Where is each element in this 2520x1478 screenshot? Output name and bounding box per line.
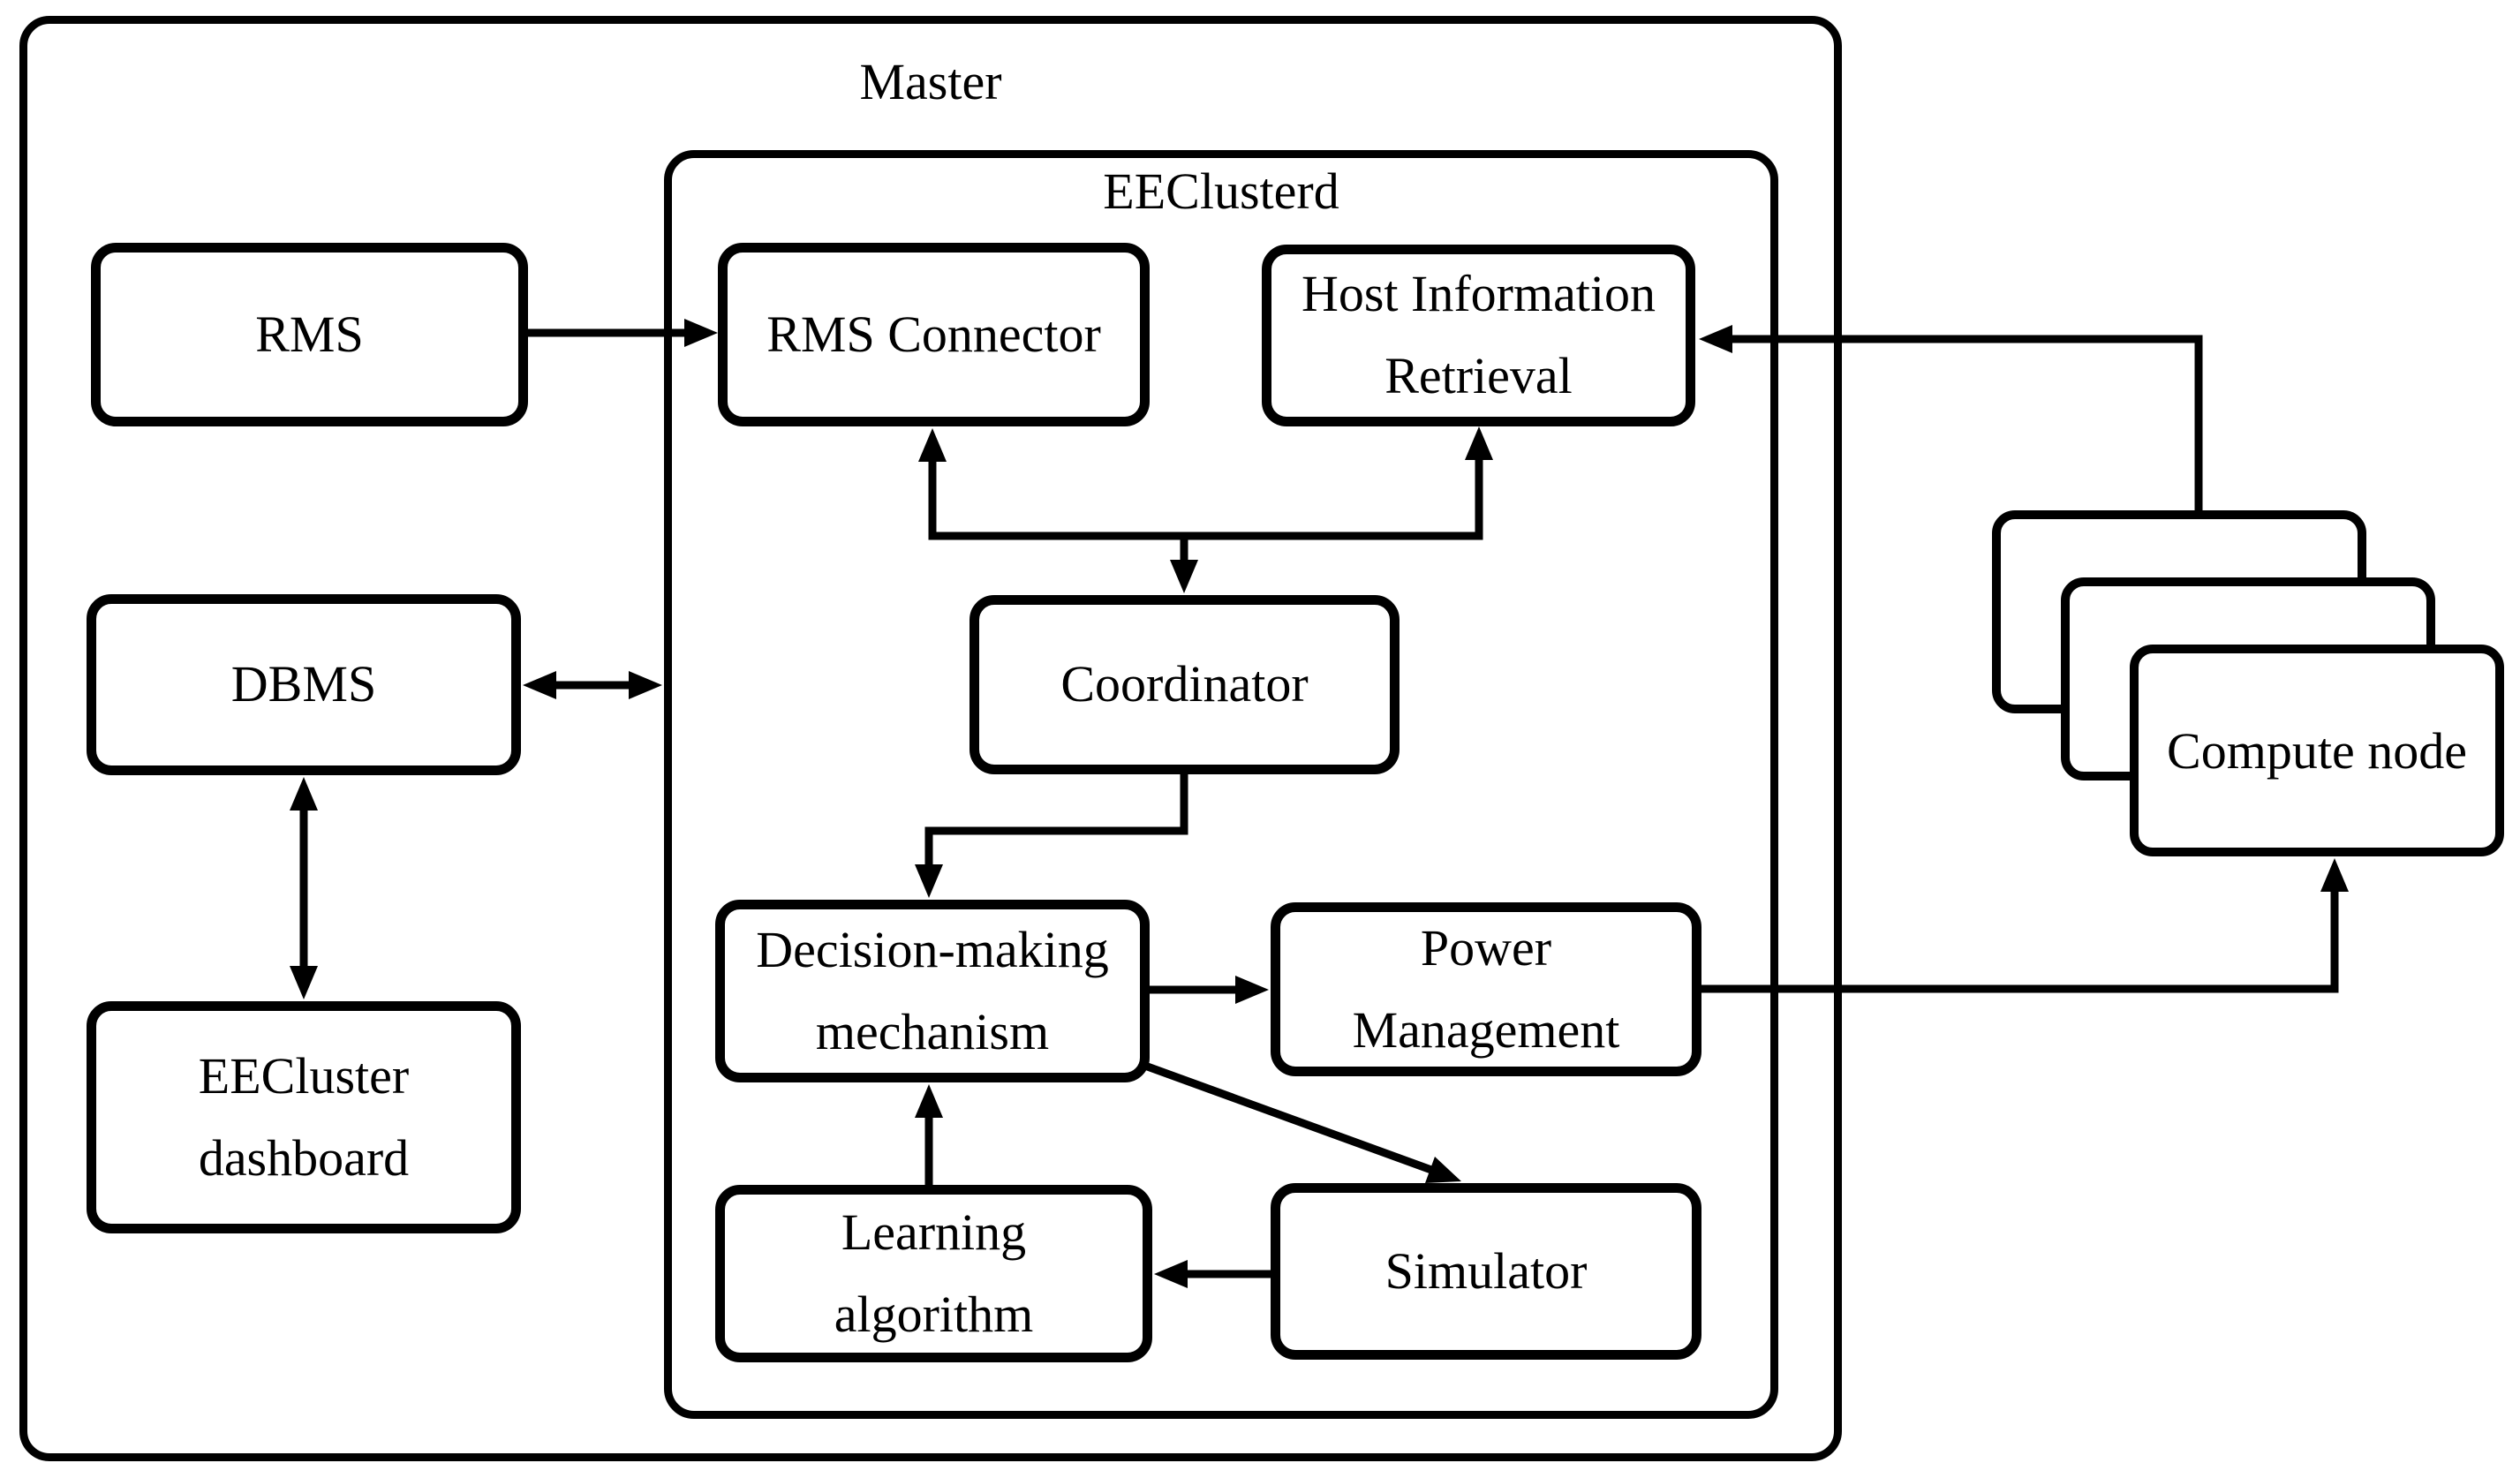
- master-title: Master: [754, 51, 1107, 113]
- arrowhead-down-icon: [1170, 560, 1198, 593]
- node-hir-label: Host Information Retrieval: [1301, 265, 1656, 404]
- master-title-text: Master: [859, 53, 1002, 110]
- node-rms-connector: RMS Connector: [718, 243, 1150, 426]
- node-coordinator-label: Coordinator: [1060, 655, 1309, 713]
- node-rms: RMS: [91, 243, 528, 426]
- node-rms-connector-label: RMS Connector: [766, 305, 1101, 363]
- node-host-information-retrieval: Host Information Retrieval: [1262, 245, 1695, 426]
- node-dbms-label: DBMS: [230, 655, 377, 713]
- arrowhead-up-icon: [918, 428, 947, 462]
- edge-junction: [928, 457, 1483, 540]
- arrowhead-right-icon: [1235, 976, 1269, 1004]
- arrowhead-up-icon: [1465, 426, 1493, 460]
- edge-decision-to-simulator: [1141, 1060, 1433, 1174]
- node-dbms: DBMS: [87, 594, 521, 775]
- arrowhead-right-icon: [684, 319, 718, 347]
- node-learning-algorithm: Learning algorithm: [715, 1185, 1152, 1362]
- arrowhead-right-icon: [629, 671, 662, 699]
- node-compute-node-label: Compute node: [2167, 721, 2467, 780]
- edge-compute-to-hir: [1730, 335, 2203, 517]
- arrowhead-diagonal-icon: [1425, 1157, 1461, 1183]
- arrowhead-up-icon: [2320, 858, 2349, 892]
- eeclusterd-title-text: EEClusterd: [1103, 162, 1339, 220]
- eeclusterd-title: EEClusterd: [1045, 161, 1398, 222]
- node-simulator-label: Simulator: [1384, 1241, 1588, 1300]
- arrowhead-down-icon: [290, 966, 318, 999]
- node-power-label: Power Management: [1352, 918, 1620, 1059]
- node-decision-label: Decision-making mechanism: [756, 920, 1109, 1060]
- node-power-management: Power Management: [1271, 902, 1701, 1076]
- node-compute-node: Compute node: [2130, 645, 2504, 856]
- node-learning-label: Learning algorithm: [834, 1203, 1034, 1343]
- edge-coordinator-to-decision: [924, 769, 1188, 867]
- arrowhead-up-icon: [290, 777, 318, 811]
- arrowhead-up-icon: [915, 1084, 943, 1118]
- edge-power-to-compute: [1698, 890, 2339, 993]
- node-dashboard-label: EECluster dashboard: [198, 1046, 410, 1187]
- arrowhead-left-icon: [523, 671, 556, 699]
- node-decision-making-mechanism: Decision-making mechanism: [715, 900, 1150, 1082]
- node-rms-label: RMS: [255, 305, 364, 363]
- eeclusterd-container-box: [664, 150, 1778, 1419]
- node-simulator: Simulator: [1271, 1183, 1701, 1360]
- node-coordinator: Coordinator: [970, 595, 1400, 774]
- arrowhead-left-icon: [1699, 325, 1732, 353]
- master-container-box: [19, 16, 1842, 1461]
- arrowhead-down-icon: [915, 864, 943, 898]
- arrowhead-left-icon: [1154, 1260, 1188, 1288]
- node-eecluster-dashboard: EECluster dashboard: [87, 1001, 521, 1233]
